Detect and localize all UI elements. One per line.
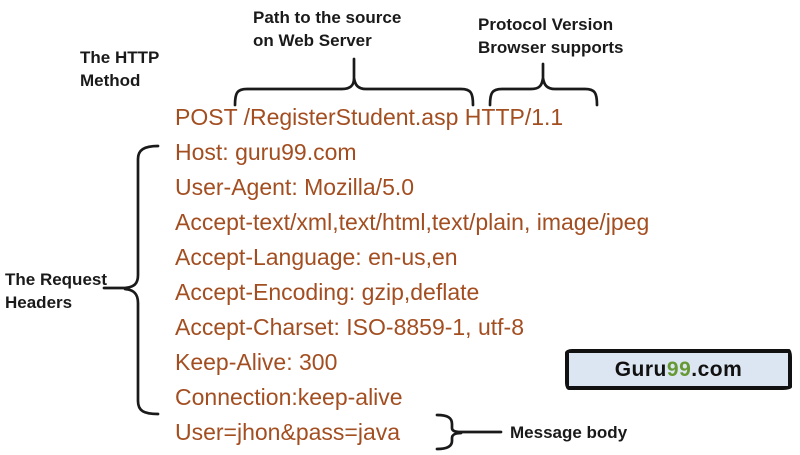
header-line: Accept-text/xml,text/html,text/plain, im… bbox=[175, 209, 650, 235]
protocol-label-line1: Protocol Version bbox=[478, 15, 614, 34]
request-headers-label-line2: Headers bbox=[5, 293, 73, 312]
http-method-label-line2: Method bbox=[80, 71, 141, 90]
guru99-logo-number: 99 bbox=[666, 357, 692, 381]
request-headers-label: The Request Headers bbox=[5, 268, 107, 314]
headers-brace bbox=[102, 144, 160, 416]
path-brace bbox=[233, 57, 475, 107]
header-line: Connection:keep-alive bbox=[175, 384, 403, 410]
request-line: POST /RegisterStudent.asp HTTP/1.1 bbox=[175, 104, 564, 130]
header-line: Keep-Alive: 300 bbox=[175, 349, 338, 375]
protocol-brace bbox=[488, 62, 599, 107]
message-body-label: Message body bbox=[510, 423, 628, 442]
header-line: Accept-Language: en-us,en bbox=[175, 244, 458, 270]
request-headers-label-line1: The Request bbox=[5, 270, 108, 289]
header-line: Accept-Encoding: gzip,deflate bbox=[175, 279, 480, 305]
header-line: Accept-Charset: ISO-8859-1, utf-8 bbox=[175, 314, 524, 340]
header-line: User-Agent: Mozilla/5.0 bbox=[175, 174, 415, 200]
guru99-logo-suffix: .com bbox=[691, 357, 743, 381]
protocol-label-line2: Browser supports bbox=[478, 38, 624, 57]
http-method-label: The HTTP Method bbox=[80, 46, 159, 92]
http-method-label-line1: The HTTP bbox=[80, 48, 160, 67]
message-body-line: User=jhon&pass=java bbox=[175, 419, 401, 445]
protocol-label: Protocol Version Browser supports bbox=[478, 13, 623, 59]
path-label-line2: on Web Server bbox=[253, 31, 372, 50]
header-line: Host: guru99.com bbox=[175, 139, 357, 165]
path-label-line1: Path to the source bbox=[253, 8, 402, 27]
guru99-logo-prefix: Guru bbox=[614, 357, 667, 381]
request-block: POST /RegisterStudent.asp HTTP/1.1 Host:… bbox=[175, 100, 649, 450]
path-label: Path to the source on Web Server bbox=[253, 6, 401, 52]
